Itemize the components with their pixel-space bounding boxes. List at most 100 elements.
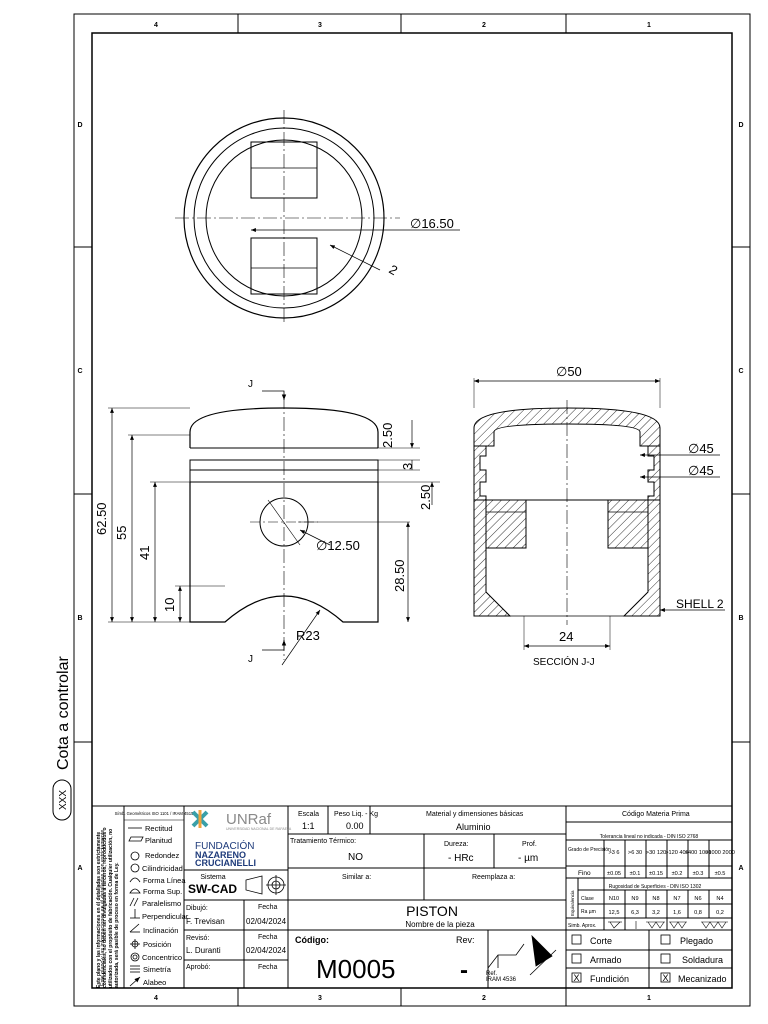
svg-text:FUNDACIÓN: FUNDACIÓN — [195, 839, 254, 852]
escala-value: 1:1 — [302, 821, 315, 831]
disclaimer-text: Este plano y las informaciones en él det… — [100, 830, 106, 986]
fino-1: ±0.1 — [630, 871, 641, 877]
disclaimer-block: Este plano y las informaciones en él det… — [96, 827, 120, 988]
clase-4: N6 — [694, 896, 701, 902]
section-view — [473, 378, 725, 650]
ra-1: 6,3 — [631, 910, 639, 916]
dibujo-fecha-label: Fecha — [258, 904, 278, 911]
ra-4: 0,8 — [694, 910, 702, 916]
ref-value: IRAM 4536 — [486, 977, 517, 983]
dureza-label: Dureza: — [444, 841, 469, 848]
fino-4: ±0.3 — [693, 871, 704, 877]
fino-3: ±0.2 — [672, 871, 683, 877]
fundacion-logo: FUNDACIÓN NAZARENO CRUCIANELLI — [195, 839, 256, 868]
process-mecanizado: Mecanizado — [678, 974, 727, 984]
clase-1: N9 — [631, 896, 638, 902]
dim-overall-height: 62.50 — [94, 502, 109, 535]
fino-0: ±0.05 — [607, 871, 621, 877]
zone-col-bottom-1: 1 — [647, 995, 651, 1002]
aprobo-label: Aprobó: — [186, 964, 211, 971]
roughness-symbols — [608, 921, 728, 929]
dim-ring-land2: 2.50 — [418, 485, 433, 510]
dim-ring-dia-1: ∅45 — [688, 441, 714, 456]
clase-5: N4 — [716, 896, 723, 902]
legend-item-rectitud: Rectitud — [145, 824, 173, 833]
zone-row-left-b: B — [77, 615, 82, 622]
section-label: SECCIÓN J-J — [533, 655, 595, 668]
svg-text:CRUCIANELLI: CRUCIANELLI — [195, 858, 256, 868]
reviso-label: Revisó: — [186, 935, 209, 942]
ra-5: 0,2 — [716, 910, 724, 916]
zone-row-left-a: A — [77, 865, 82, 872]
equiv-label: Equivalencia — [570, 890, 575, 916]
zone-ticks — [74, 14, 750, 1006]
legend-item-simetria: Simetría — [143, 965, 172, 974]
title-block-grid — [91, 805, 733, 989]
legend-item-planitud: Planitud — [145, 836, 172, 845]
legend-item-forma-sup: Forma Sup. — [143, 887, 182, 896]
section-mark-bottom: J — [248, 654, 253, 665]
peso-value: 0.00 — [346, 821, 364, 831]
range-4: >400 1000 — [685, 850, 712, 856]
dim-height-55: 55 — [114, 526, 129, 540]
dim-ring-land: 2.50 — [380, 423, 395, 448]
tolerance-title: Tolerancia lineal no indicada - DIN ISO … — [600, 834, 699, 840]
dim-height-41: 41 — [137, 546, 152, 560]
range-1: >6 30 — [628, 850, 642, 856]
peso-label: Peso Liq. - Kg — [334, 811, 378, 818]
reviso-fecha-label: Fecha — [258, 934, 278, 941]
dibujo-label: Dibujó: — [186, 905, 208, 912]
zone-col-bottom-3: 3 — [318, 995, 322, 1002]
top-view — [175, 110, 460, 325]
legend-item-forma-linea: Forma Línea — [143, 876, 186, 885]
sistema-label: Sistema — [200, 874, 225, 881]
part-name-sub: Nombre de la pieza — [405, 920, 475, 929]
fino-label: Fino — [578, 870, 591, 877]
dim-top-chamfer: 2 — [387, 262, 401, 279]
svg-text:UNRaf: UNRaf — [226, 811, 272, 828]
prof-label: Prof. — [522, 841, 537, 848]
clase-0: N10 — [609, 896, 619, 902]
fino-5: ±0.5 — [715, 871, 726, 877]
zone-row-left-c: C — [77, 368, 82, 375]
clase-3: N7 — [673, 896, 680, 902]
ra-0: 12,5 — [609, 910, 620, 916]
reviso-date: 02/04/2024 — [246, 946, 287, 955]
ra-2: 3,2 — [652, 910, 660, 916]
sistema-value: SW-CAD — [188, 882, 237, 896]
process-armado: Armado — [590, 955, 622, 965]
process-fundicion: Fundición — [590, 974, 629, 984]
tratamiento-value: NO — [348, 852, 363, 863]
codigo-label: Código: — [295, 935, 329, 945]
dim-pin-height: 28.50 — [392, 559, 407, 592]
zone-col-top-1: 1 — [647, 22, 651, 29]
reviso-name: L. Duranti — [186, 946, 221, 955]
dim-skirt-radius: R23 — [296, 628, 320, 643]
legend-header: Símb. Geométricos ISO 1101 / IRAM 4515 — [115, 811, 194, 816]
legend-item-inclinacion: Inclinación — [143, 926, 178, 935]
dibujo-name: F. Trevisan — [186, 917, 225, 926]
front-view — [108, 390, 440, 666]
ra-3: 1,6 — [673, 910, 681, 916]
codigo-value: M0005 — [316, 954, 396, 984]
aprobo-fecha-label: Fecha — [258, 964, 278, 971]
legend-item-cilindricidad: Cilindricidad — [142, 864, 183, 873]
prof-value: - µm — [518, 853, 538, 864]
grado-label: Grado de Precisión — [568, 847, 611, 853]
legend-item-concentrico: Concentrico — [142, 953, 182, 962]
dim-top-circle-dia: ∅16.50 — [410, 216, 454, 231]
range-2: >30 120 — [646, 850, 666, 856]
dibujo-date: 02/04/2024 — [246, 917, 287, 926]
legend-item-paralelismo: Paralelismo — [142, 899, 181, 908]
legend-item-perpendicular: Perpendicular — [142, 912, 189, 921]
material-value: Aluminio — [456, 822, 491, 832]
process-check-mark: X — [663, 973, 669, 983]
material-label: Material y dimensiones básicas — [426, 811, 524, 818]
legend-item-redondez: Redondez — [145, 851, 179, 860]
zone-col-top-2: 2 — [482, 22, 486, 29]
zone-row-right-c: C — [738, 368, 743, 375]
side-control-label: XXX Cota a controlar — [52, 655, 72, 821]
range-0: >3 6 — [608, 850, 619, 856]
zone-row-left-d: D — [77, 122, 82, 129]
